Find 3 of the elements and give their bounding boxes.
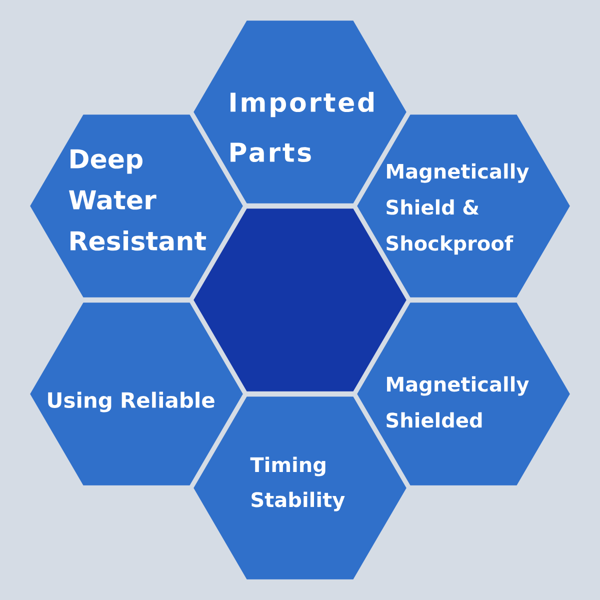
- hexagon: Using Reliable: [30, 302, 243, 486]
- hexagon: Magnetically Shield & Shockproof: [357, 114, 570, 298]
- hexagon: Magnetically Shielded: [357, 302, 570, 486]
